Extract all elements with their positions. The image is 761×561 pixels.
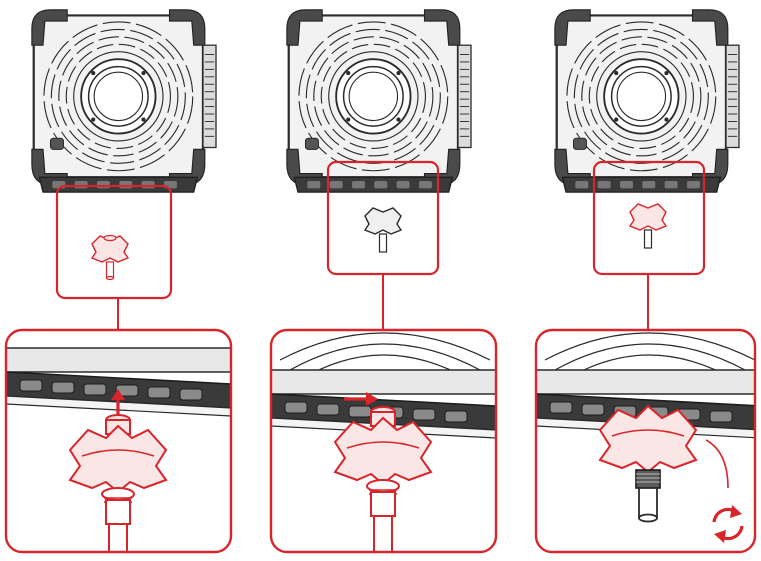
step-1-knob-thumbnail — [91, 234, 129, 281]
step-2-detail-panel — [269, 328, 498, 554]
step-1-highlight-box — [55, 184, 173, 300]
step-3-knob-detail — [598, 404, 698, 523]
up-arrow-icon — [111, 389, 125, 415]
light-panel-2 — [285, 8, 473, 194]
light-panel-3 — [553, 8, 741, 194]
step-2-group — [269, 8, 498, 554]
light-panel-1 — [30, 8, 218, 194]
rotation-leader-line — [705, 439, 729, 489]
step-2-knob-thumbnail — [363, 207, 403, 253]
step-1-group — [4, 8, 233, 554]
step-3-group — [534, 8, 757, 554]
step-1-detail-panel — [4, 328, 233, 554]
rotate-arrows-icon — [712, 505, 744, 543]
step-3-knob-thumbnail — [628, 203, 668, 249]
right-arrow-icon — [344, 392, 378, 406]
step-3-detail-panel — [534, 328, 757, 554]
